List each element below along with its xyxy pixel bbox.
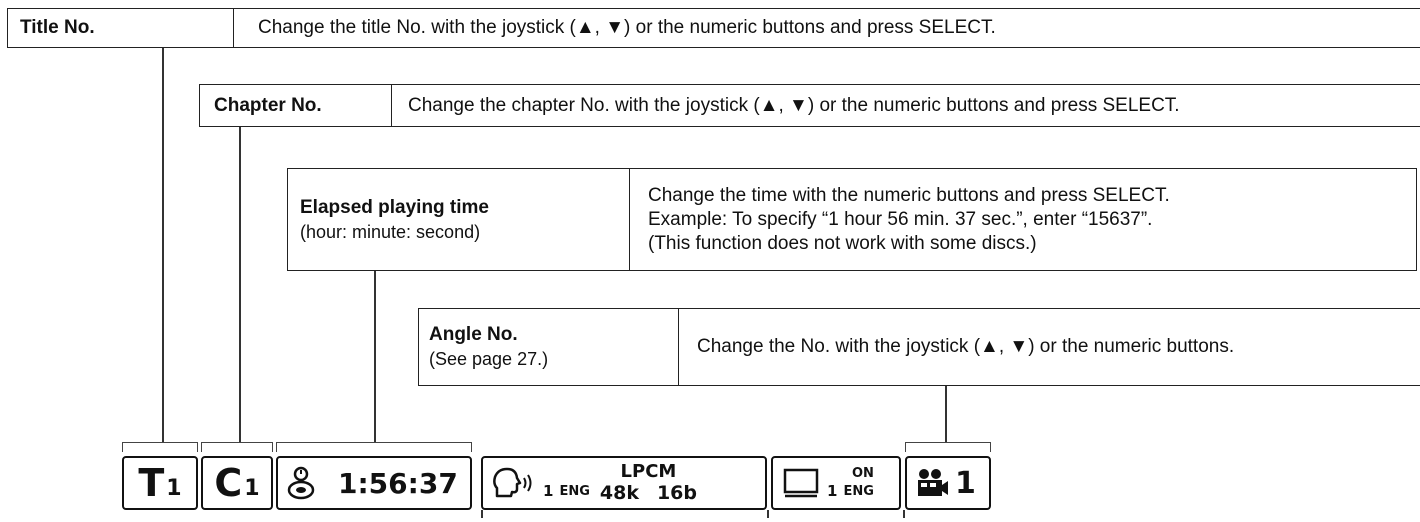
angle-no-label: Angle No. — [429, 324, 518, 345]
angle-no-row: Angle No. (See page 27.) Change the No. … — [418, 308, 1420, 386]
elapsed-time-format: (hour: minute: second) — [300, 221, 481, 242]
chapter-letter: C — [214, 461, 243, 505]
angle-bracket — [905, 442, 991, 452]
title-no-description: Change the title No. with the joystick (… — [258, 17, 996, 38]
title-letter: T — [138, 461, 165, 505]
audio-bit-depth: 16b — [656, 482, 697, 504]
angle-no-page-ref: (See page 27.) — [429, 349, 549, 369]
title-connector — [162, 48, 164, 442]
title-value: 1 — [166, 475, 182, 501]
audio-display: 1 ENG LPCM 48k 16b — [481, 456, 767, 510]
subtitle-track: 1 — [827, 482, 838, 500]
elapsed-time-description-line: Change the time with the numeric buttons… — [648, 184, 1170, 206]
title-bracket — [122, 442, 198, 452]
audio-format: LPCM — [620, 461, 677, 482]
screen-icon — [783, 467, 819, 499]
elapsed-time-label: Elapsed playing time — [300, 196, 489, 218]
tick-mark — [903, 510, 905, 518]
title-no-row: Title No. Change the title No. with the … — [7, 8, 1420, 48]
angle-connector — [945, 386, 947, 442]
elapsed-time-description-line: (This function does not work with some d… — [648, 232, 1037, 254]
subtitle-language: ENG — [843, 484, 874, 499]
disc-timer-icon — [286, 466, 316, 500]
angle-no-description: Change the No. with the joystick (▲, ▼) … — [697, 336, 1235, 357]
audio-sample-rate: 48k — [599, 482, 639, 504]
chapter-connector — [239, 127, 241, 442]
time-connector — [374, 271, 376, 442]
chapter-display: C 1 — [201, 456, 273, 510]
elapsed-time-row: Elapsed playing time (hour: minute: seco… — [287, 168, 1417, 271]
angle-display: 1 — [905, 456, 991, 510]
tick-mark — [481, 510, 483, 518]
title-display: T 1 — [122, 456, 198, 510]
angle-value: 1 — [955, 465, 976, 501]
time-value: 1:56:37 — [338, 466, 458, 500]
speaker-head-icon — [491, 466, 537, 500]
audio-language: ENG — [559, 483, 590, 499]
time-bracket — [276, 442, 472, 452]
audio-track: 1 — [543, 482, 554, 500]
chapter-no-description: Change the chapter No. with the joystick… — [408, 94, 1180, 116]
subtitle-display: 1 ON ENG — [771, 456, 901, 510]
subtitle-state: ON — [851, 466, 874, 481]
tick-mark — [767, 510, 769, 518]
camera-icon — [915, 467, 949, 499]
chapter-no-row: Chapter No. Change the chapter No. with … — [199, 84, 1420, 127]
title-no-label: Title No. — [20, 17, 95, 38]
chapter-value: 1 — [244, 475, 260, 501]
elapsed-time-description-line: Example: To specify “1 hour 56 min. 37 s… — [648, 208, 1153, 230]
chapter-bracket — [201, 442, 273, 452]
chapter-no-label: Chapter No. — [214, 94, 322, 116]
time-display: 1:56:37 — [276, 456, 472, 510]
